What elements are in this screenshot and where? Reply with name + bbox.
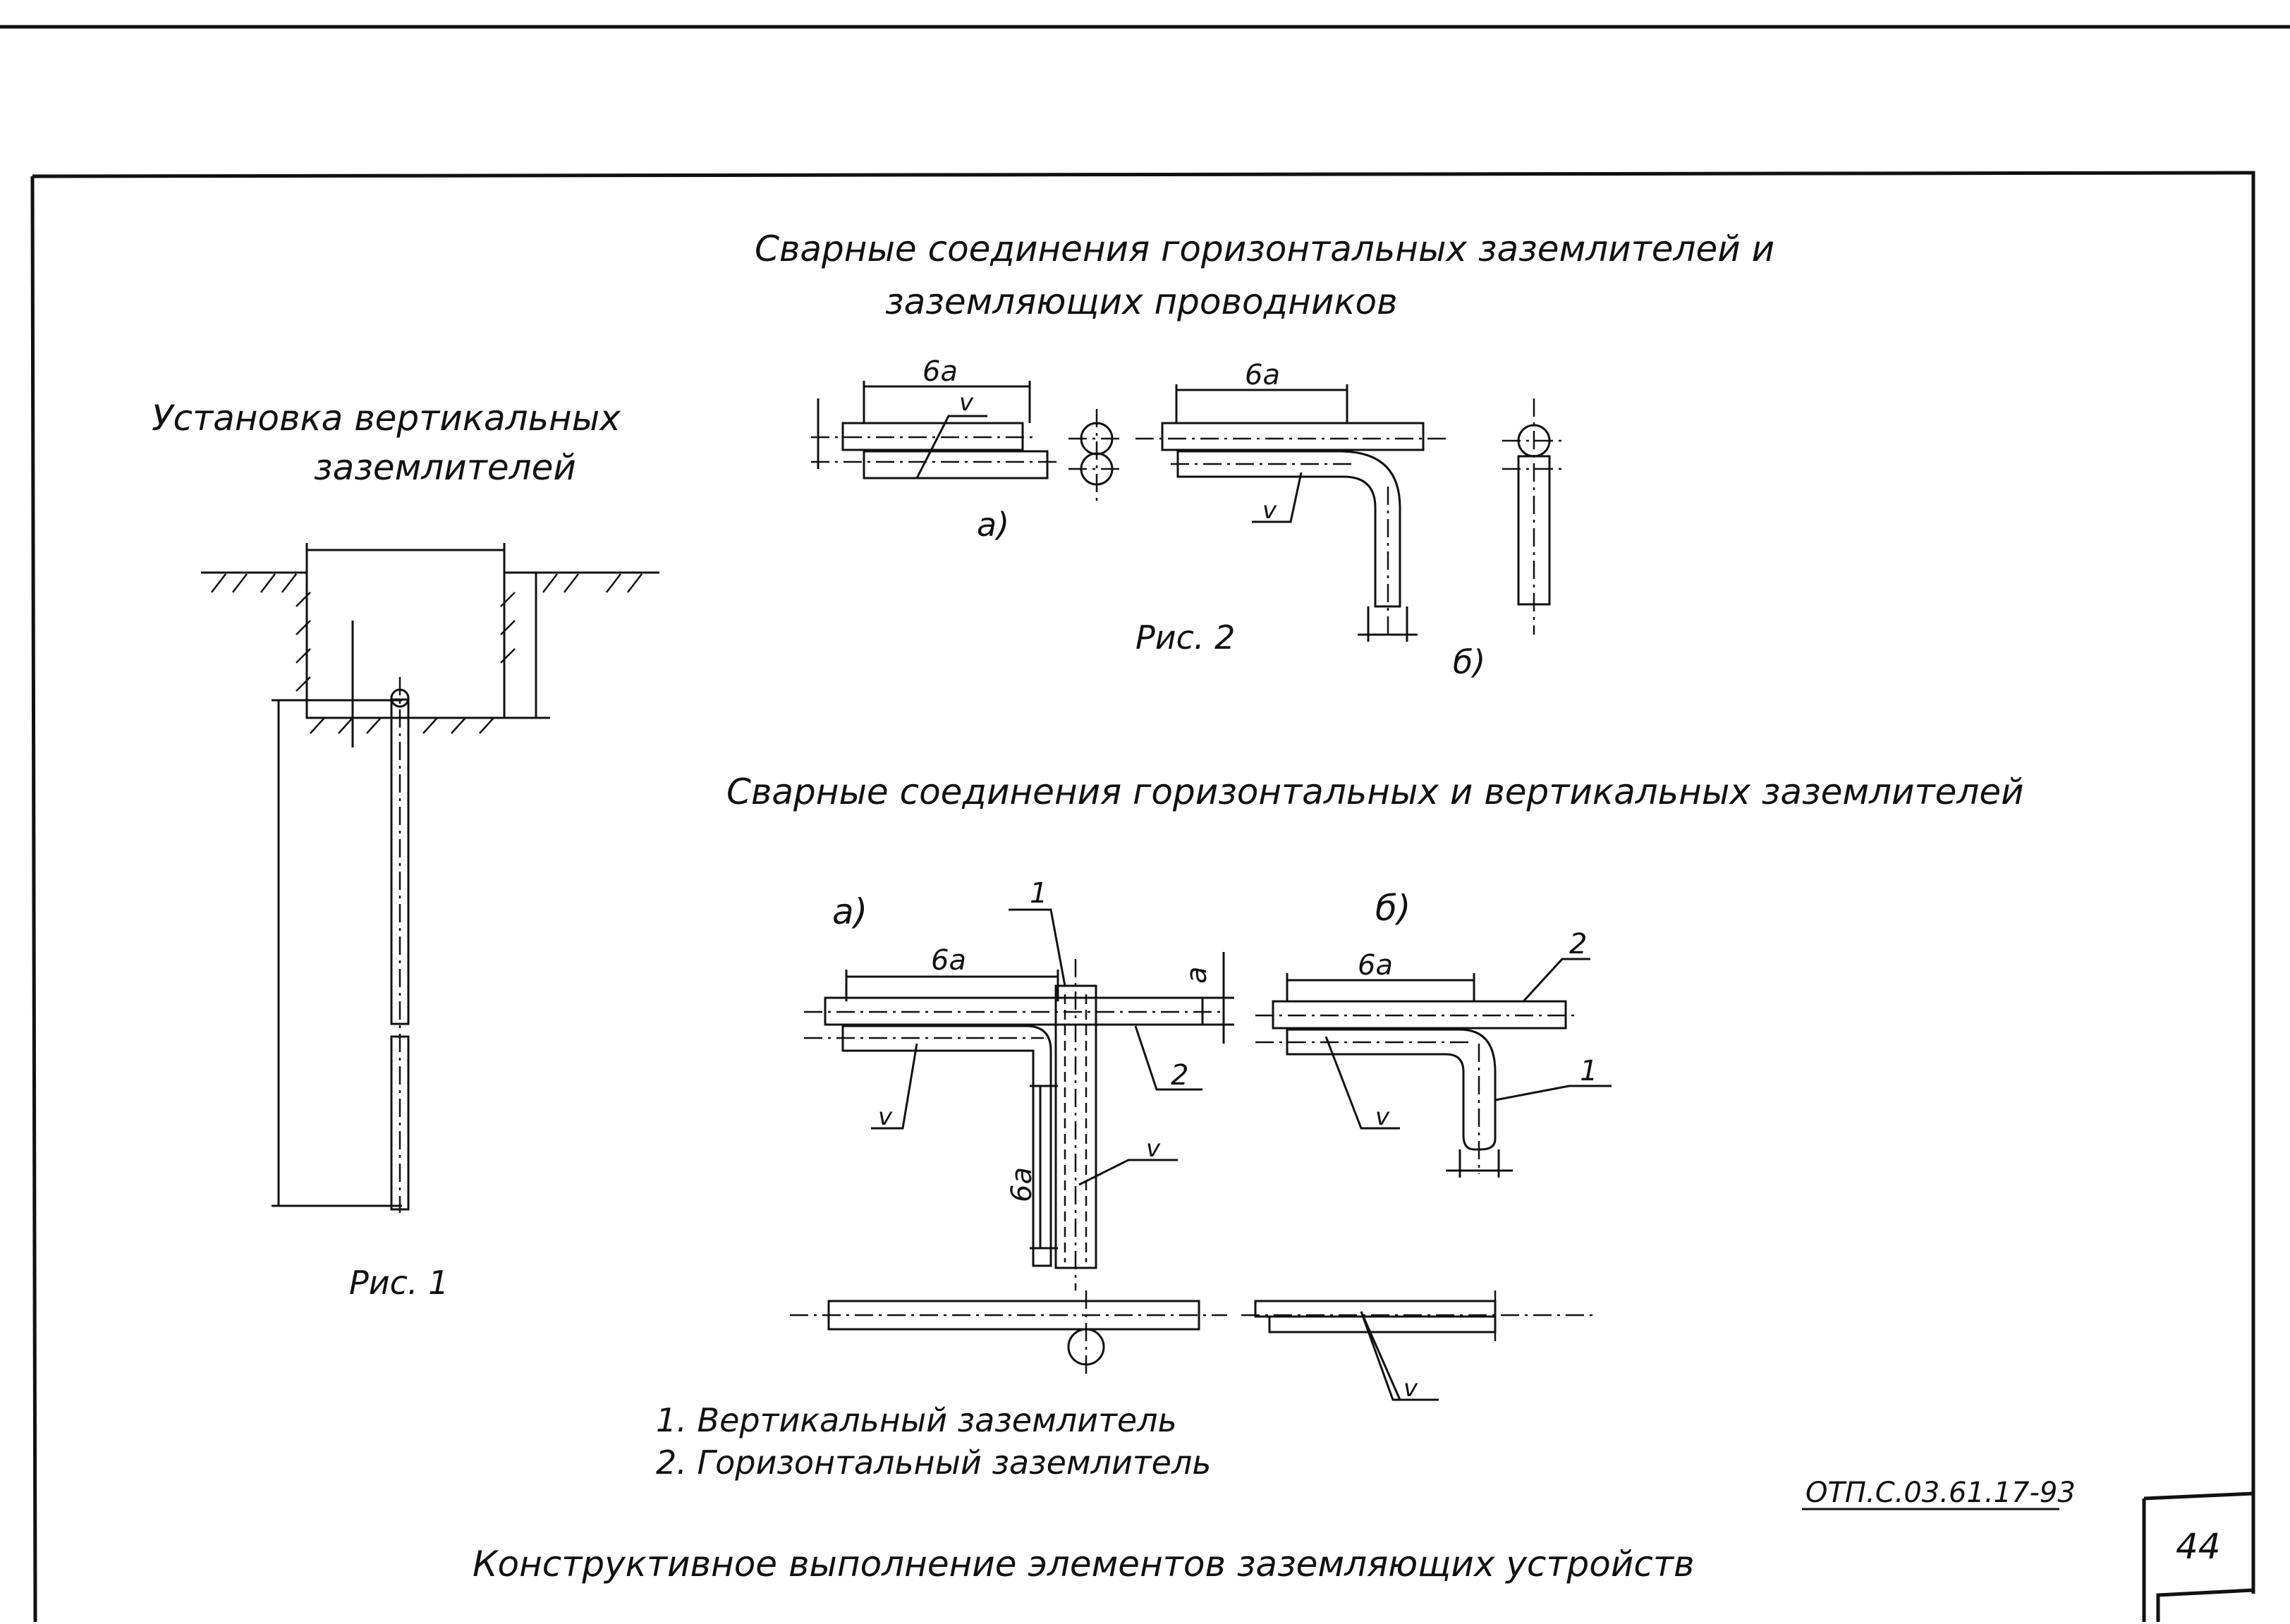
legend-item-2: 2. Горизонтальный заземлитель [656,1443,1211,1482]
fig2-caption: Рис. 2 [1135,618,1235,657]
legend-item-1: 1. Вертикальный заземлитель [656,1401,1177,1439]
fig3-dim-b-horizontal: 6а [1358,949,1393,982]
fig3-dim-a-vertical: 6а [1006,1167,1038,1202]
fig2-dim-a: 6а [922,355,958,388]
fig2-weld-a: v [959,389,974,417]
fig2-title-line1: Сварные соединения горизонтальных заземл… [755,228,1774,269]
fig3-variant-a: а) [832,891,867,932]
fig3-title: Сварные соединения горизонтальных и верт… [726,771,2024,812]
fig3-pos2-b: 2 [1569,928,1587,960]
fig3-weld-b1: v [1375,1103,1390,1131]
drawing-frame-left [30,176,37,1623]
fig2-horizontal-welds: Сварные соединения горизонтальных заземл… [755,228,1774,681]
fig1-title-line2: заземлителей [314,447,576,488]
page-number: 44 [2176,1526,2221,1567]
fig2-dim-b: 6а [1245,359,1280,391]
sheet-main-title: Конструктивное выполнение элементов зазе… [473,1544,1694,1585]
page-number-box [2143,1491,2255,1594]
fig3-pos2-a: 2 [1171,1059,1188,1092]
fig3-dim-a-thickness: а [1181,966,1213,984]
fig2-variant-a: а) [977,506,1009,544]
fig3-pos1-b: 1 [1580,1055,1597,1087]
fig1-title-line1: Установка вертикальных [152,398,621,439]
fig1-caption: Рис. 1 [349,1264,449,1302]
fig3-weld-b2: v [1403,1374,1418,1403]
fig3-pos1-a: 1 [1030,877,1047,910]
fig3-horizontal-vertical-welds: Сварные соединения горизонтальных и верт… [726,771,2024,1403]
fig3-weld-a1: v [878,1103,893,1131]
fig2-weld-b: v [1262,496,1277,525]
doc-code: ОТП.С.03.61.17-93 [1805,1477,2076,1509]
fig3-dim-a-horizontal: 6а [931,944,966,977]
fig3-variant-b: б) [1375,888,1411,929]
fig3-weld-a2: v [1146,1135,1161,1163]
ground-hatching [211,573,642,734]
fig2-variant-b: б) [1453,643,1485,681]
fig2-title-line2: заземляющих проводников [885,281,1398,322]
fig1-vertical-electrode: Установка вертикальных заземлителей [152,398,659,1302]
